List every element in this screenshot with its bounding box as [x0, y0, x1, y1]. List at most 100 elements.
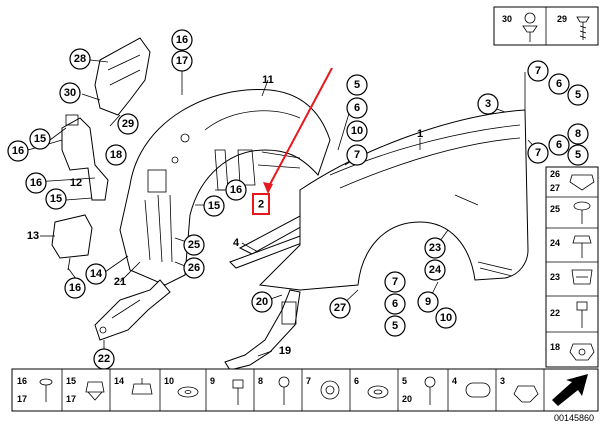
svg-text:6: 6	[556, 78, 562, 90]
clamp-icon	[131, 378, 153, 395]
svg-text:7: 7	[535, 65, 541, 77]
plain-labels: 11 1 12 13 21 4 19	[27, 74, 423, 357]
callout: 8	[567, 123, 589, 145]
callout: 18	[105, 144, 127, 166]
svg-text:9: 9	[210, 376, 215, 386]
label: 12	[70, 177, 82, 189]
label: 4	[233, 237, 240, 249]
svg-text:15: 15	[66, 376, 76, 386]
nut-icon	[513, 385, 539, 403]
svg-text:3: 3	[500, 376, 505, 386]
svg-text:5: 5	[392, 320, 398, 332]
bracket-13	[51, 214, 93, 271]
grommet-icon	[320, 380, 340, 400]
callout: 7	[384, 271, 406, 293]
svg-text:5: 5	[402, 376, 407, 386]
clip-nut-icon	[569, 174, 595, 191]
svg-text:18: 18	[550, 342, 560, 352]
svg-text:7: 7	[354, 149, 360, 161]
highlight-label: 2	[258, 199, 264, 211]
callout: 28	[69, 48, 91, 70]
svg-text:5: 5	[354, 79, 360, 91]
svg-text:7: 7	[392, 276, 398, 288]
callout: 7	[346, 144, 368, 166]
svg-text:6: 6	[354, 102, 360, 114]
svg-text:10: 10	[164, 376, 174, 386]
push-clip-icon	[522, 12, 538, 42]
svg-text:4: 4	[452, 376, 457, 386]
svg-text:10: 10	[440, 312, 452, 324]
svg-text:17: 17	[17, 394, 27, 404]
svg-text:23: 23	[429, 242, 441, 254]
callout: 15	[45, 188, 67, 210]
label: 21	[114, 276, 126, 288]
callout: 15	[29, 128, 51, 150]
callout: 5	[567, 84, 589, 106]
svg-text:5: 5	[575, 149, 581, 161]
svg-text:6: 6	[556, 139, 562, 151]
callout: 16	[7, 140, 29, 162]
svg-text:29: 29	[122, 118, 134, 130]
svg-text:27: 27	[334, 302, 346, 314]
arrow-icon	[552, 374, 588, 406]
svg-text:9: 9	[425, 296, 431, 308]
wheel-arch-liner	[119, 89, 331, 286]
callout: 24	[424, 259, 446, 281]
svg-text:6: 6	[392, 298, 398, 310]
callout: 14	[85, 263, 107, 285]
svg-text:26: 26	[188, 262, 200, 274]
label: 11	[262, 74, 274, 86]
svg-text:22: 22	[550, 308, 560, 318]
svg-text:25: 25	[550, 204, 560, 214]
stud-icon	[232, 379, 244, 405]
right-column-parts: 26 27 25 24 23 22 18	[545, 166, 599, 368]
bracket-28	[94, 37, 151, 116]
svg-text:18: 18	[110, 149, 122, 161]
svg-text:24: 24	[429, 264, 442, 276]
svg-text:23: 23	[550, 272, 560, 282]
svg-text:6: 6	[354, 376, 359, 386]
callout: 30	[59, 82, 81, 104]
callout: 9	[417, 291, 439, 313]
svg-text:17: 17	[66, 394, 76, 404]
top-right-parts: 30 29	[493, 6, 599, 46]
bottom-hardware-strip: 16 17 15 17 14 10 9 8 7 6 5 20 4 3	[11, 368, 599, 412]
svg-text:20: 20	[256, 296, 268, 308]
svg-text:16: 16	[30, 177, 42, 189]
svg-text:27: 27	[550, 183, 560, 193]
svg-text:14: 14	[90, 268, 103, 280]
label: 13	[27, 230, 39, 242]
callout: 23	[424, 237, 446, 259]
callout: 6	[548, 73, 570, 95]
svg-text:25: 25	[188, 239, 200, 251]
hex-bolt-icon	[572, 235, 592, 258]
washer-icon	[177, 386, 199, 398]
svg-text:24: 24	[550, 238, 560, 248]
svg-text:8: 8	[258, 376, 263, 386]
svg-text:8: 8	[575, 128, 581, 140]
callout: 25	[183, 234, 205, 256]
svg-text:29: 29	[557, 14, 567, 24]
callout: 5	[384, 315, 406, 337]
bracket-21	[94, 279, 171, 341]
svg-text:14: 14	[114, 376, 124, 386]
washer-icon	[367, 385, 389, 399]
flange-nut-icon	[569, 343, 595, 361]
svg-text:3: 3	[485, 98, 491, 110]
svg-text:26: 26	[550, 169, 560, 179]
callout: 17	[171, 50, 193, 72]
callout: 16	[64, 277, 86, 299]
callout: 7	[527, 60, 549, 82]
callout: 22	[93, 348, 115, 370]
callout: 16	[225, 179, 247, 201]
callout: 3	[477, 93, 499, 115]
callout: 10	[346, 120, 368, 142]
highlight-indicator: 2	[252, 67, 333, 215]
label: 19	[279, 345, 291, 357]
svg-text:30: 30	[502, 14, 512, 24]
screw-icon	[278, 376, 290, 405]
expansion-rivet-icon	[39, 378, 53, 402]
callout: 27	[329, 297, 351, 319]
